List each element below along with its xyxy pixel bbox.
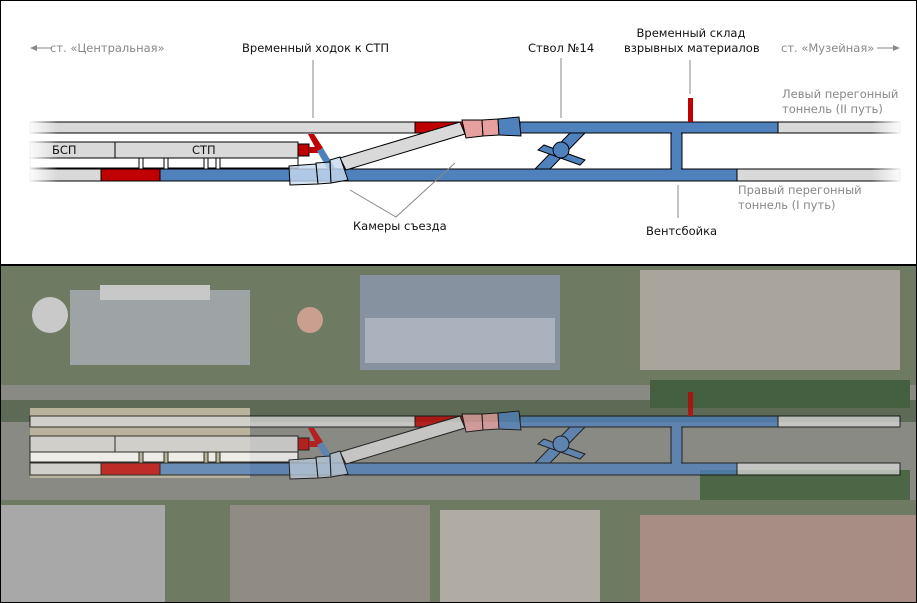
storage-label-line1: Временный склад: [636, 26, 746, 40]
station-left-label: ст. «Центральная»: [50, 41, 165, 55]
left-tunnel-line1: Левый перегонный: [782, 87, 899, 101]
arrow-left-icon: [30, 45, 52, 51]
left-tunnel-label: Левый перегонный тоннель (II путь): [782, 87, 898, 117]
stp-label: СТП: [192, 143, 216, 157]
left-tunnel-line2: тоннель (II путь): [782, 102, 883, 116]
crossover-chambers-label: Камеры съезда: [353, 219, 447, 233]
right-tunnel-line1: Правый перегонный: [738, 183, 862, 197]
arrow-right-icon: [877, 45, 900, 51]
right-tunnel-label: Правый перегонный тоннель (I путь): [738, 183, 862, 213]
storage-label-line2: взрывных материалов: [624, 41, 760, 55]
satellite-image: [0, 265, 917, 603]
vent-label: Вентсбойка: [646, 224, 718, 238]
temp-passage-label: Временный ходок к СТП: [242, 41, 389, 55]
shaft-label: Ствол №14: [528, 41, 595, 55]
storage-label: Временный склад взрывных материалов: [624, 26, 760, 56]
leader-lines: [312, 58, 691, 218]
station-right-label: ст. «Музейная»: [781, 41, 875, 55]
bsp-label: БСП: [52, 143, 77, 157]
right-tunnel-line2: тоннель (I путь): [738, 198, 836, 212]
